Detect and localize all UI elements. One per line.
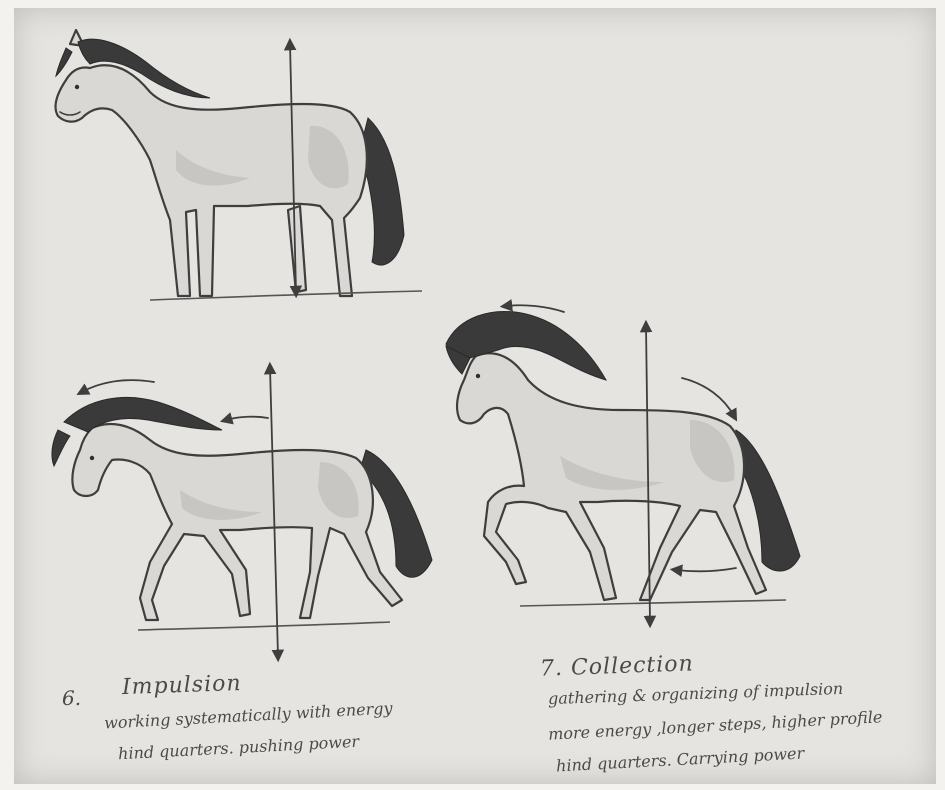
collection-horse-drawing bbox=[446, 305, 800, 622]
impulsion-title: Impulsion bbox=[122, 673, 242, 699]
impulsion-number: 6. bbox=[62, 688, 81, 708]
collection-title-line: 7. Collection bbox=[540, 653, 694, 680]
collection-number: 7. bbox=[540, 656, 564, 682]
standing-horse-drawing bbox=[56, 30, 422, 300]
impulsion-horse-drawing bbox=[52, 368, 432, 656]
collection-title: Collection bbox=[571, 651, 695, 680]
